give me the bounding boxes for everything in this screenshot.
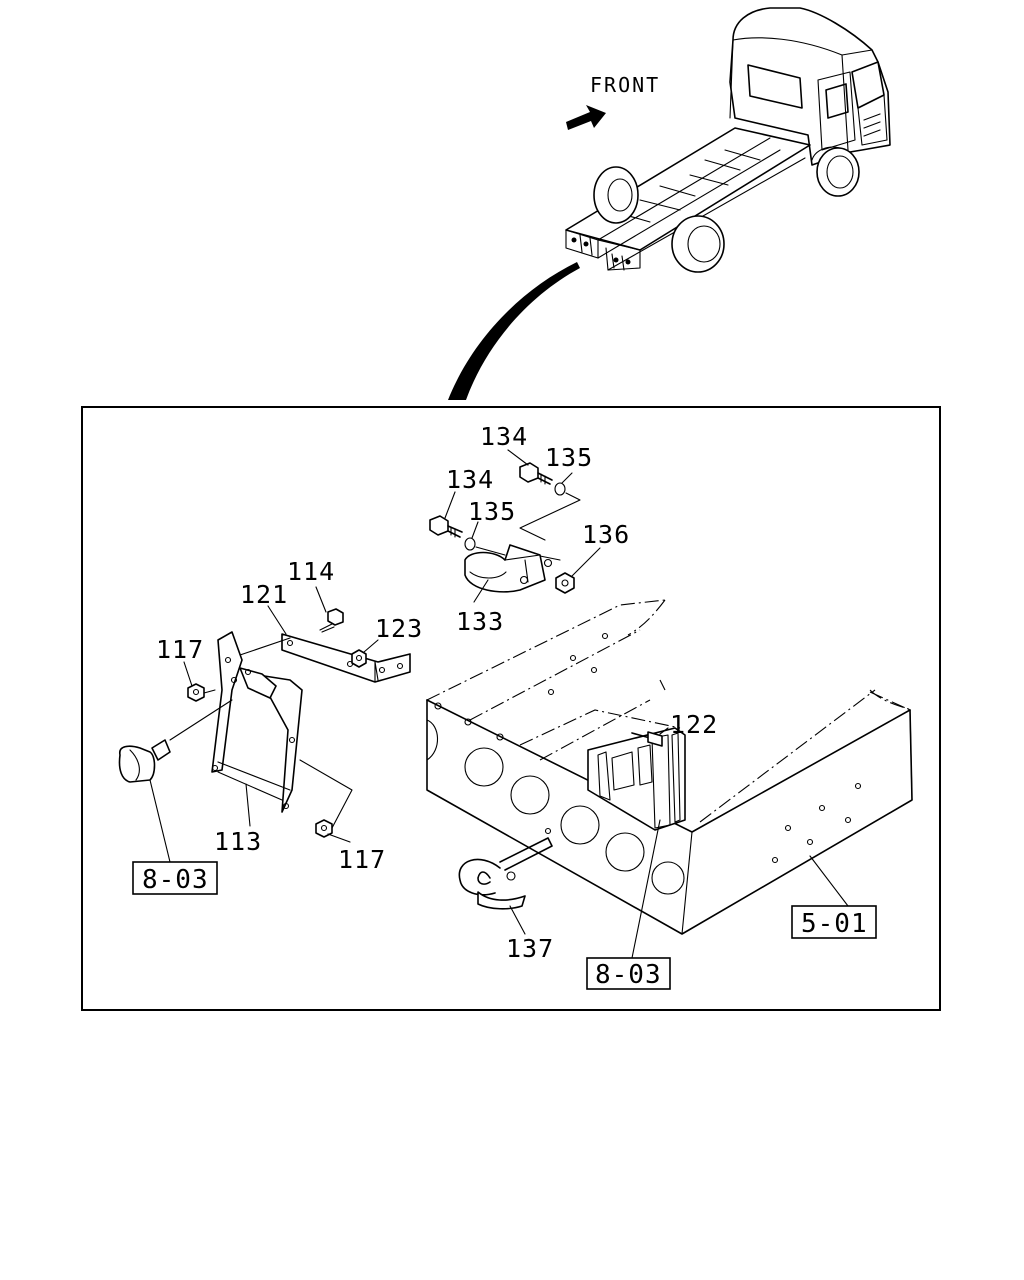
callout-123: 123 (375, 614, 423, 643)
callout-133: 133 (456, 607, 504, 636)
section-ref-8-03-left[interactable]: 8-03 (132, 861, 218, 895)
section-ref-5-01[interactable]: 5-01 (791, 905, 877, 939)
callout-117: 117 (338, 845, 386, 874)
section-refs: 8-03 8-03 5-01 (132, 861, 877, 990)
callout-135: 135 (468, 497, 516, 526)
callout-117: 117 (156, 635, 204, 664)
section-ref-label: 5-01 (801, 909, 868, 939)
section-ref-label: 8-03 (595, 960, 662, 990)
callout-113: 113 (214, 827, 262, 856)
part-callouts: 134 135 134 135 136 133 114 121 123 117 … (156, 422, 718, 963)
callout-137: 137 (506, 934, 554, 963)
callout-114: 114 (287, 557, 335, 586)
detail-drawing (118, 449, 913, 959)
callout-134: 134 (480, 422, 528, 451)
front-arrow-icon (566, 105, 606, 130)
callout-136: 136 (582, 520, 630, 549)
detail-pointer-icon (448, 262, 580, 400)
truck-overview-illustration (565, 7, 891, 273)
callout-121: 121 (240, 580, 288, 609)
section-ref-8-03-bottom[interactable]: 8-03 (586, 957, 671, 990)
detail-frame (81, 406, 941, 1011)
front-direction-indicator: FRONT (566, 73, 660, 130)
callout-134: 134 (446, 465, 494, 494)
callout-135: 135 (545, 443, 593, 472)
section-ref-label: 8-03 (142, 865, 209, 895)
leader-lines (149, 449, 849, 959)
front-label: FRONT (590, 73, 660, 97)
callout-122: 122 (670, 710, 718, 739)
